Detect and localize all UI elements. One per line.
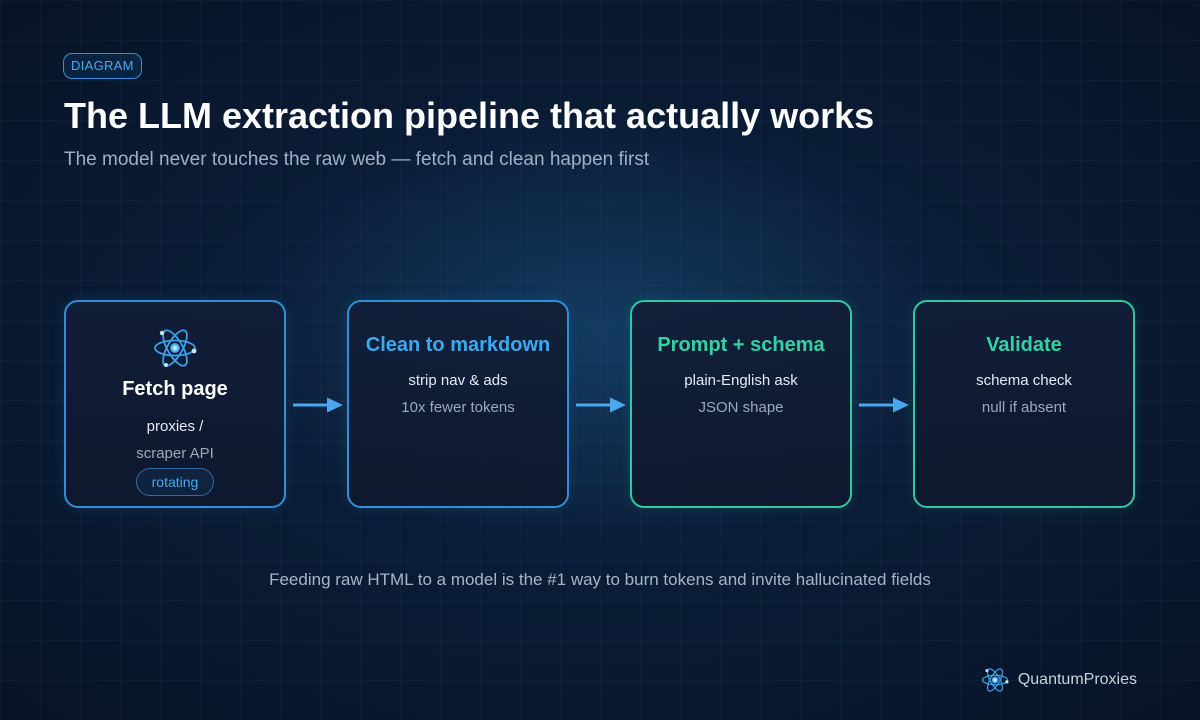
atom-icon [66, 324, 284, 372]
step-title: Validate [986, 334, 1062, 356]
brand-name: QuantumProxies [1017, 671, 1137, 688]
step-detail: strip nav & ads [408, 372, 508, 389]
status-tag: rotating [135, 468, 215, 496]
footnote: Feeding raw HTML to a model is the #1 wa… [269, 570, 931, 589]
step-title: Prompt + schema [657, 334, 825, 356]
page-title: The LLM extraction pipeline that actuall… [64, 95, 875, 136]
step-detail: proxies / [146, 418, 204, 435]
step-title: Clean to markdown [365, 334, 551, 356]
flow-arrow [576, 397, 626, 413]
step-card-prompt: Prompt + schema plain-English ask JSON s… [630, 300, 852, 508]
step-card-validate: Validate schema check null if absent [913, 300, 1135, 508]
step-title: Fetch page [122, 378, 228, 400]
step-detail-secondary: null if absent [981, 399, 1067, 416]
step-detail: schema check [976, 372, 1072, 389]
step-detail-secondary: 10x fewer tokens [401, 399, 515, 416]
step-card-clean: Clean to markdown strip nav & ads 10x fe… [347, 300, 569, 508]
step-card-fetch: Fetch page proxies / scraper API rotatin… [64, 300, 286, 508]
diagram-badge: DIAGRAM [63, 53, 142, 79]
flow-arrow [293, 397, 343, 413]
page-subtitle: The model never touches the raw web — fe… [64, 149, 650, 170]
step-detail: plain-English ask [684, 372, 798, 389]
step-detail-secondary: JSON shape [698, 399, 784, 416]
step-detail-secondary: scraper API [136, 445, 214, 462]
atom-logo-icon [980, 665, 1010, 695]
brand-footer: QuantumProxies [980, 666, 1137, 694]
flow-arrow [859, 397, 909, 413]
